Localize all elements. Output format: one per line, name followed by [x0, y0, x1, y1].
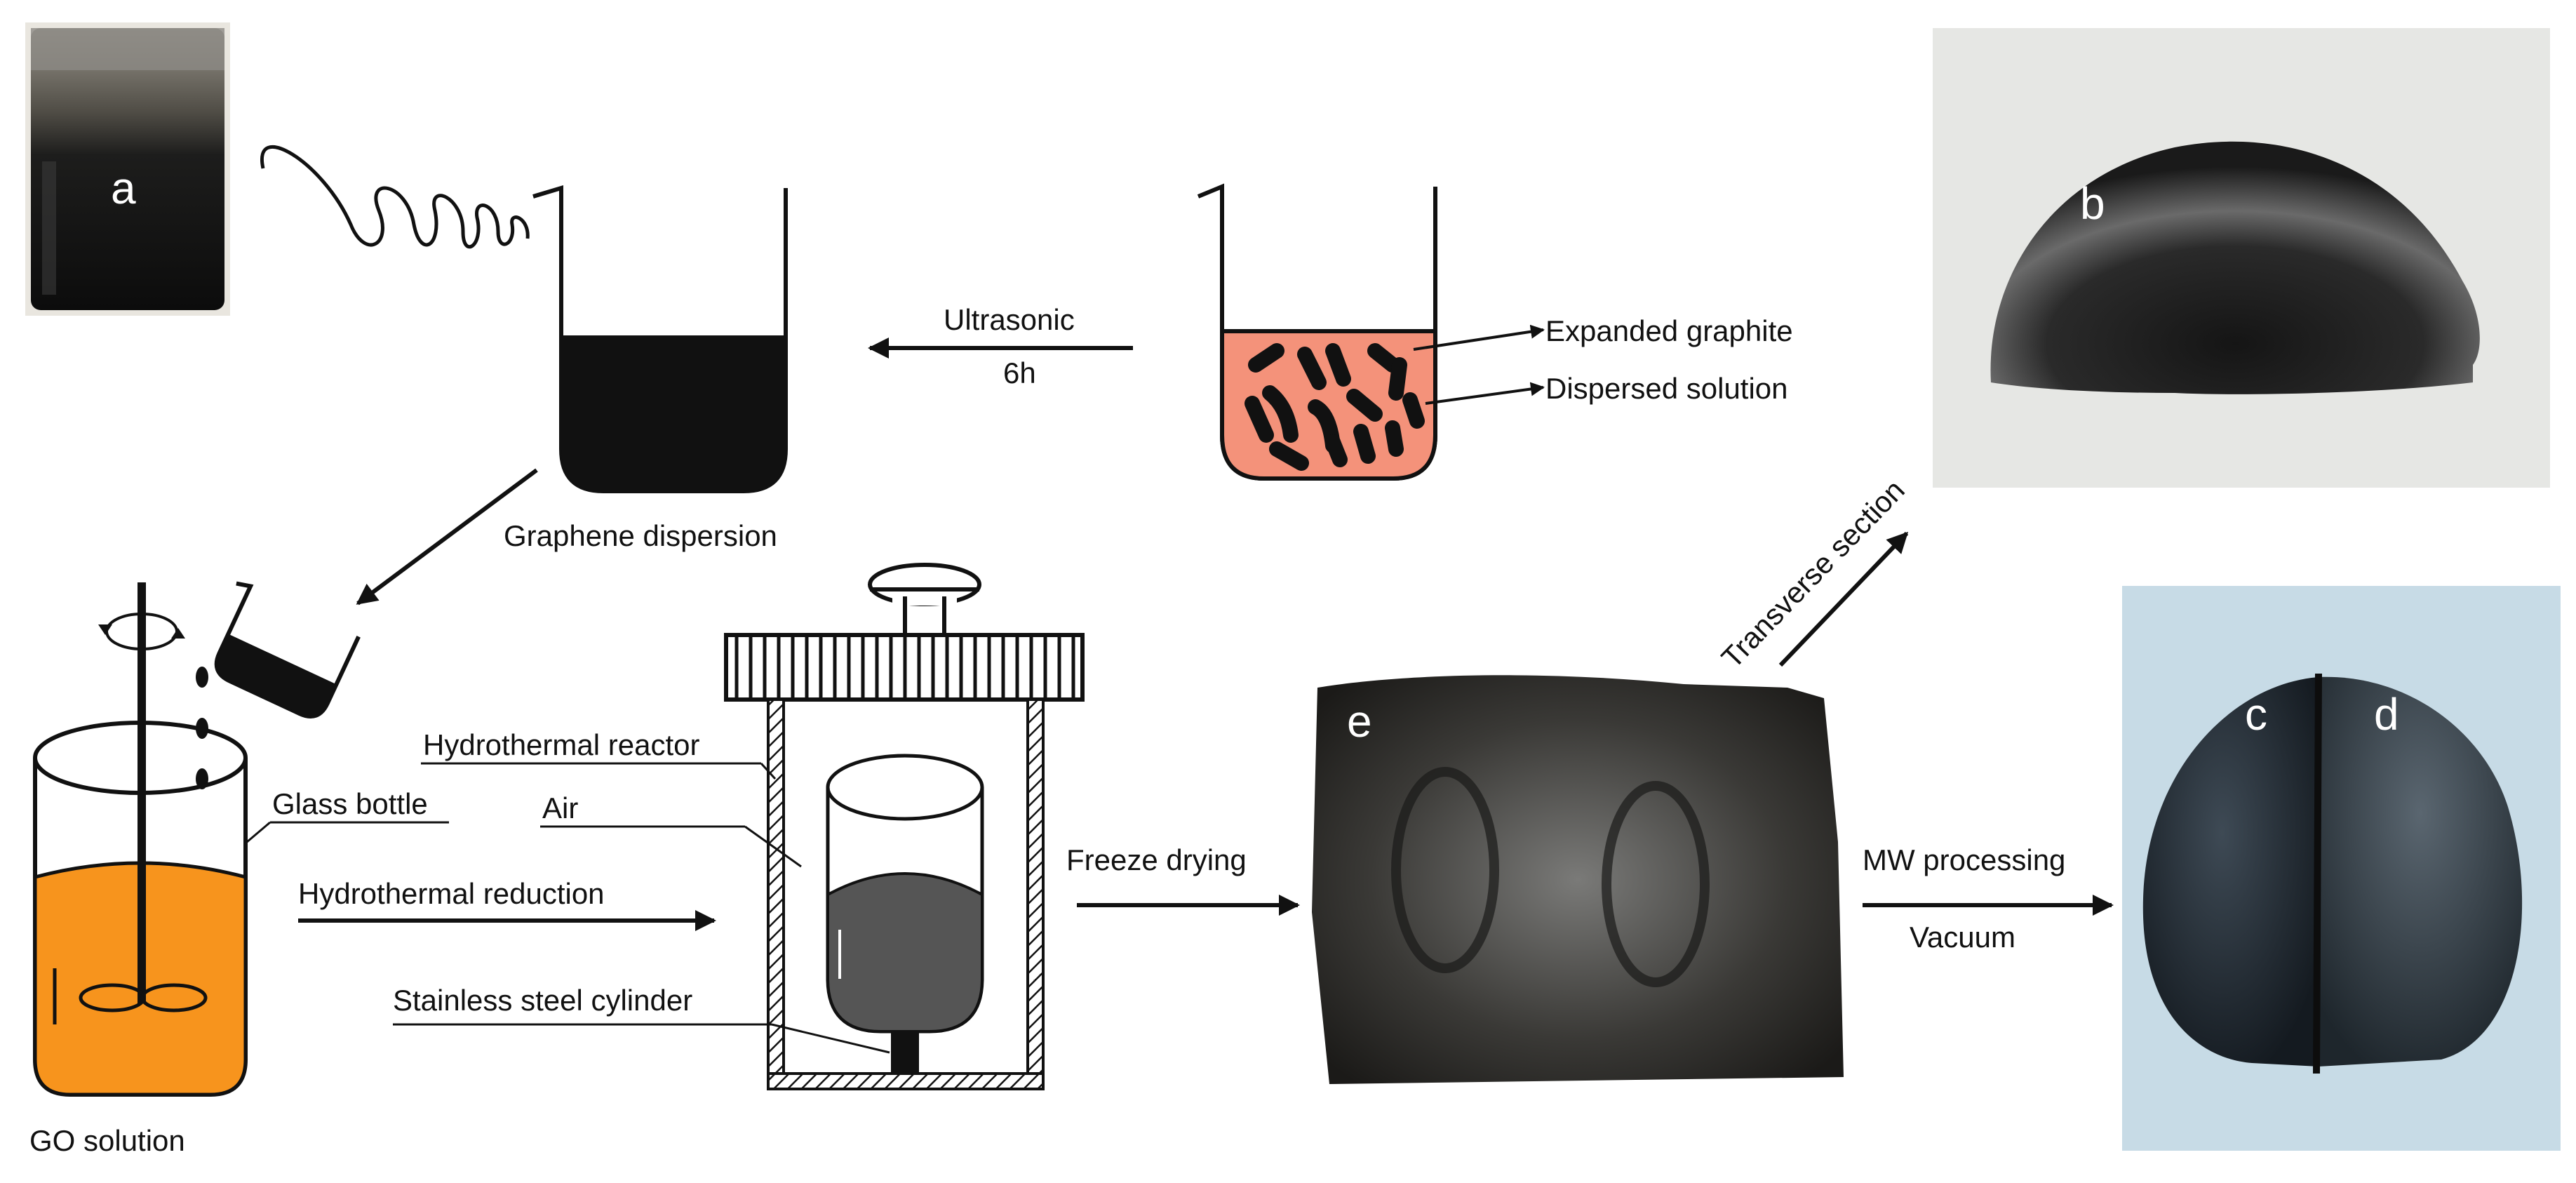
graphene-dispersion-label: Graphene dispersion [504, 519, 777, 552]
glass-bottle-pointer [246, 821, 271, 843]
photo-label-b: b [2080, 178, 2105, 229]
photo-label-d: d [2374, 689, 2399, 740]
stirrer-shaft [137, 582, 146, 1003]
spiral-icon [260, 145, 530, 249]
dispersed-solution-label: Dispersed solution [1545, 372, 1788, 405]
hydrothermal-reactor-label: Hydrothermal reactor [423, 728, 699, 761]
photo-label-a: a [111, 163, 136, 213]
glass-bottle-label: Glass bottle [272, 787, 428, 820]
freeze-drying-label: Freeze drying [1066, 843, 1247, 876]
expanded-graphite-pointer [1413, 324, 1545, 351]
graphite-flakes [1245, 343, 1425, 471]
photo-cd: c d [2122, 586, 2561, 1151]
graphene-dispersion-beaker [532, 185, 788, 493]
photo-label-e: e [1347, 696, 1372, 747]
go-solution-label: GO solution [29, 1124, 185, 1157]
vacuum-label: Vacuum [1910, 921, 2015, 954]
photo-label-c: c [2245, 689, 2267, 740]
hydrothermal-reactor [724, 563, 1085, 1090]
hydrothermal-reduction-label: Hydrothermal reduction [298, 877, 605, 910]
ultrasonic-time-label: 6h [1003, 356, 1036, 389]
photo-b: b [1933, 28, 2550, 488]
expanded-graphite-label: Expanded graphite [1545, 314, 1793, 347]
expanded-graphite-beaker [1197, 183, 1437, 481]
reactor-liquid [826, 872, 984, 1033]
mw-processing-label: MW processing [1863, 843, 2065, 876]
dispersed-solution-pointer [1425, 382, 1545, 405]
photo-a: a [25, 22, 230, 316]
to-go-solution-arrow [356, 468, 538, 606]
transverse-section-label: Transverse section [1715, 473, 1911, 674]
air-label: Air [542, 791, 578, 824]
ultrasonic-label: Ultrasonic [944, 303, 1075, 336]
transverse-section-arrow [1778, 531, 1909, 667]
stainless-steel-cylinder-label: Stainless steel cylinder [393, 984, 692, 1017]
go-solution-bottle [33, 582, 248, 1097]
photo-e: e [1312, 675, 1844, 1084]
pouring-beaker [214, 581, 361, 719]
